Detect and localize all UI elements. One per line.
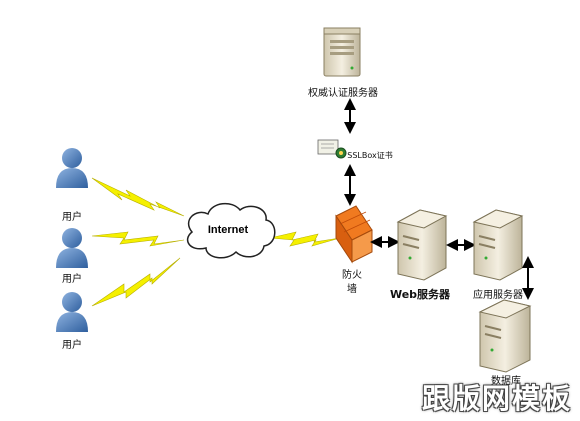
internet-cloud-icon xyxy=(186,202,276,259)
lightning-icon-2 xyxy=(91,231,185,247)
web-server-label: Web服务器 xyxy=(389,288,451,301)
web-server-icon xyxy=(396,209,448,281)
app-server-label: 应用服务器 xyxy=(473,290,523,301)
user-icon-3 xyxy=(56,292,88,332)
lightning-icon-3 xyxy=(91,257,181,307)
user-label-3: 用户 xyxy=(62,340,82,351)
certificate-icon xyxy=(317,139,347,159)
user-label-1: 用户 xyxy=(62,212,82,223)
ssl-cert-label: SSLBox证书 xyxy=(347,151,393,160)
user-icon-2 xyxy=(56,228,88,268)
user-label-2: 用户 xyxy=(62,274,82,285)
internet-label: Internet xyxy=(207,224,249,236)
database-label: 数据库 xyxy=(491,376,521,387)
app-server-icon xyxy=(472,209,524,281)
watermark-logo: 跟版网模板 xyxy=(421,382,572,415)
database-server-icon xyxy=(478,299,532,373)
firewall-icon xyxy=(335,205,373,264)
firewall-label-line2: 墙 xyxy=(347,284,357,295)
auth-server-label: 权威认证服务器 xyxy=(308,88,378,99)
lightning-icon-1 xyxy=(91,177,185,217)
lightning-icon-4 xyxy=(269,231,341,247)
user-icon-1 xyxy=(56,148,88,188)
auth-server-icon xyxy=(323,27,361,77)
firewall-label-line1: 防火 xyxy=(342,270,362,281)
